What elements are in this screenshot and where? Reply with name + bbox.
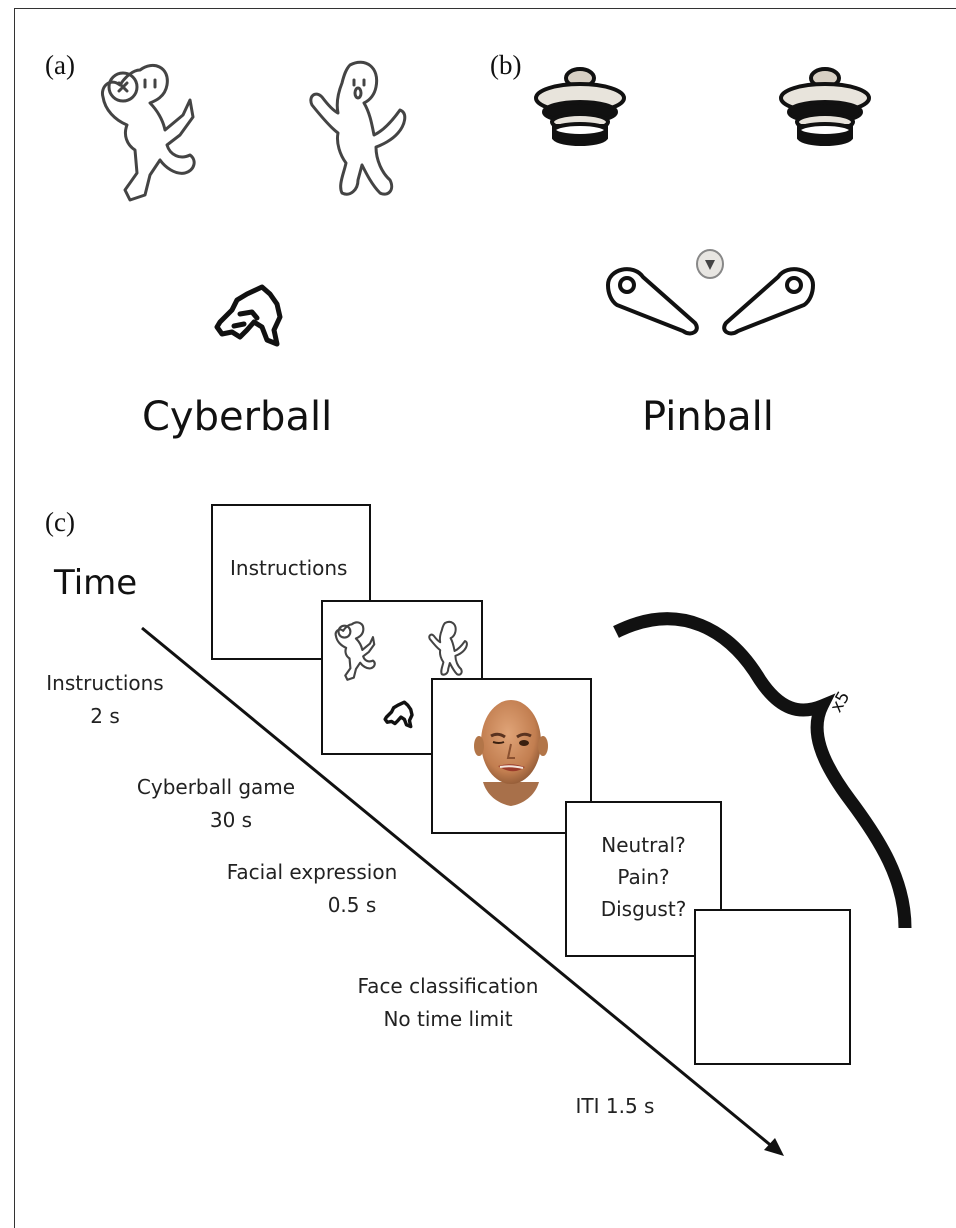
figure-frame (14, 8, 956, 1228)
player-right-icon (309, 60, 407, 196)
stage-cyberball-label: Cyberball game 30 s (136, 775, 296, 832)
panel-a-caption: Cyberball (142, 394, 333, 440)
stage-face-classification-label: Face classification No time limit (357, 974, 539, 1031)
cyberball-screen (321, 600, 483, 755)
mini-player-right-icon (428, 620, 468, 676)
face-icon (474, 700, 548, 806)
mini-player-left-icon (334, 621, 376, 681)
player-left-icon (100, 64, 196, 202)
panel-b-label: (b) (490, 50, 522, 80)
ball-icon (214, 284, 283, 347)
pinball-icon (696, 249, 724, 279)
stage-instructions-label: Instructions 2 s (46, 671, 164, 728)
stage-facial-expression-label: Facial expression 0.5 s (226, 860, 398, 917)
flipper-left-icon (605, 267, 699, 336)
panel-c-label: (c) (45, 507, 75, 537)
iti-blank-screen (694, 909, 851, 1065)
stage-iti-label: ITI 1.5 s (575, 1094, 655, 1118)
option-neutral: Neutral? (601, 833, 686, 857)
option-disgust: Disgust? (600, 897, 687, 921)
bumper-right-icon (779, 67, 871, 146)
flipper-right-icon (722, 267, 816, 336)
time-axis-label: Time (54, 563, 138, 603)
panel-b-caption: Pinball (642, 394, 774, 440)
mini-ball-icon (383, 700, 414, 729)
panel-a-label: (a) (45, 50, 75, 80)
option-pain: Pain? (617, 865, 670, 889)
classification-options: Neutral? Pain? Disgust? (567, 829, 720, 925)
instructions-screen-text: Instructions (230, 556, 348, 580)
bumper-left-icon (534, 67, 626, 146)
